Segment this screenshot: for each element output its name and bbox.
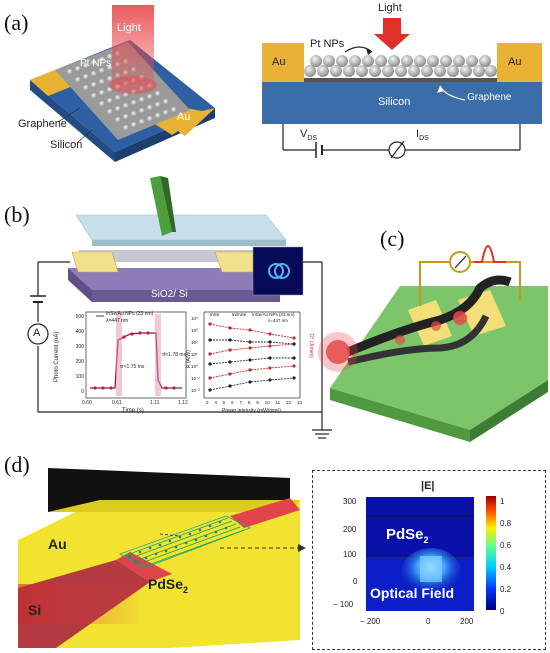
field-inset-title: |E|	[421, 480, 435, 492]
substrate-label: SiO2/ Si	[151, 289, 188, 300]
plot1-rise: τr<1.75 ms	[120, 364, 145, 370]
ids-label: IDS	[416, 128, 429, 143]
light-label-right: Light	[378, 2, 402, 14]
plot1-xlabel: Time (s)	[122, 408, 144, 414]
inset-xtick-1: 0	[426, 617, 431, 626]
plot1-fall: τf<1.78 ms	[162, 352, 187, 358]
au-label-right-right: Au	[508, 56, 522, 68]
ammeter-label: A	[33, 327, 41, 339]
plot2-legend-2: InSe/Au NPs (23 nm)	[252, 312, 295, 317]
silicon-label-right: Silicon	[378, 96, 411, 108]
plot2-legend2: λ=447 nm	[268, 318, 288, 323]
panel-c-label: (c)	[380, 226, 405, 251]
pt-nps-label-left: Pt NPs	[80, 58, 112, 69]
graphene-label-right: Graphene	[467, 92, 512, 103]
silicon-label-left: Silicon	[50, 139, 83, 151]
si-label-d: Si	[28, 602, 42, 618]
plot2-legend-0: InSe	[210, 312, 220, 317]
vds-label: VDS	[300, 128, 318, 143]
inset-ytick-3: 0	[353, 577, 358, 586]
pt-nps-label-right: Pt NPs	[310, 38, 345, 50]
panel-b-label: (b)	[4, 202, 30, 227]
inset-xtick-0: − 200	[360, 617, 381, 626]
panel-d-label: (d)	[4, 452, 30, 477]
plot1-xtick-1: 0.61	[112, 400, 122, 406]
panel-a-label: (a)	[4, 10, 29, 35]
light-label-left: Light	[117, 22, 141, 34]
graphene-label-left: Graphene	[18, 118, 67, 130]
plot1-xtick-3: 1.12	[178, 400, 188, 406]
inset-xtick-2: 200	[460, 617, 474, 626]
au-label-d: Au	[48, 536, 67, 552]
inset-optical-field-label: Optical Field	[370, 585, 455, 601]
field-inset-frame	[312, 470, 546, 650]
inset-ytick-1: 200	[343, 525, 357, 534]
pdse2-label-d: PdSe2	[148, 576, 189, 595]
inset-ytick-4: − 100	[333, 600, 354, 609]
inset-ytick-0: 300	[343, 497, 357, 506]
au-label-left: Au	[177, 111, 191, 123]
au-label-right-left: Au	[272, 56, 286, 68]
inset-pdse2-label: PdSe2	[386, 526, 429, 545]
plot1-legend2: λ=447 nm	[106, 318, 129, 324]
plot1-legend: InSe/Au NPs (23 nm)	[106, 311, 154, 317]
plot1-xtick-0: 0.60	[82, 400, 92, 406]
plot1-xtick-2: 1.11	[150, 400, 160, 406]
inset-ytick-2: 100	[343, 550, 357, 559]
plot2-legend-1: In/InSe	[232, 312, 247, 317]
plot2-xlabel: Power intensity (mW/mm²)	[222, 408, 281, 414]
